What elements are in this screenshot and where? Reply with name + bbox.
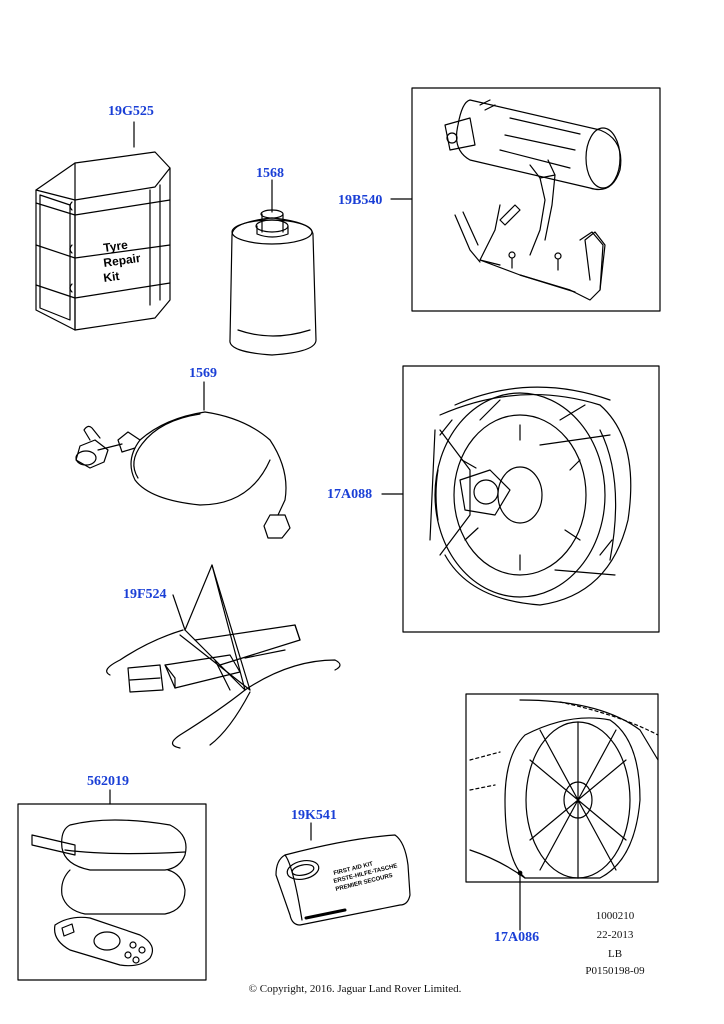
- callout-sealant-bracket[interactable]: 19B540: [338, 193, 383, 208]
- snow-chains-frame: [402, 365, 660, 633]
- ref-line-3: LB: [607, 948, 623, 960]
- callout-snow-chains[interactable]: 17A088: [327, 487, 373, 502]
- ref-line-2: 22-2013: [596, 929, 634, 941]
- snow-chains-illustration: [429, 386, 632, 606]
- sealant-bracket-frame: [411, 87, 661, 312]
- first-aid-kit-illustration: [275, 822, 411, 926]
- copyright-notice: © Copyright, 2016. Jaguar Land Rover Lim…: [248, 983, 462, 995]
- callout-first-aid-kit[interactable]: 19K541: [291, 808, 337, 823]
- ice-scraper-kit-frame: [17, 803, 207, 981]
- sealant-bracket-illustration: [444, 99, 622, 301]
- box-label-line-3: Kit: [102, 269, 120, 285]
- wheel-sock-illustration: [469, 699, 659, 879]
- inflator-hose-illustration: [75, 381, 291, 539]
- warning-triangle-illustration: [106, 564, 341, 749]
- callout-ice-scraper-kit[interactable]: 562019: [87, 774, 129, 789]
- callout-warning-triangle[interactable]: 19F524: [123, 587, 167, 602]
- tyre-repair-kit-illustration: [35, 121, 171, 331]
- wheel-sock-frame: [465, 693, 659, 883]
- callout-wheel-sock[interactable]: 17A086: [494, 930, 540, 945]
- callout-tyre-repair-kit[interactable]: 19G525: [108, 104, 154, 119]
- ref-line-4: P0150198-09: [585, 965, 645, 977]
- first-aid-kit-label: FIRST AID KIT ERSTE-HILFE-TASCHE PREMIER…: [333, 861, 398, 893]
- callout-inflator-hose[interactable]: 1569: [189, 366, 217, 381]
- ice-scraper-kit-illustration: [31, 819, 187, 967]
- sealant-bottle-illustration: [229, 179, 317, 356]
- box-label-line-1: Tyre: [102, 238, 128, 255]
- callout-sealant-bottle[interactable]: 1568: [256, 166, 284, 181]
- tyre-repair-kit-box-label: Tyre Repair Kit: [102, 238, 141, 285]
- ref-line-1: 1000210: [595, 910, 635, 922]
- box-label-line-2: Repair: [102, 251, 141, 270]
